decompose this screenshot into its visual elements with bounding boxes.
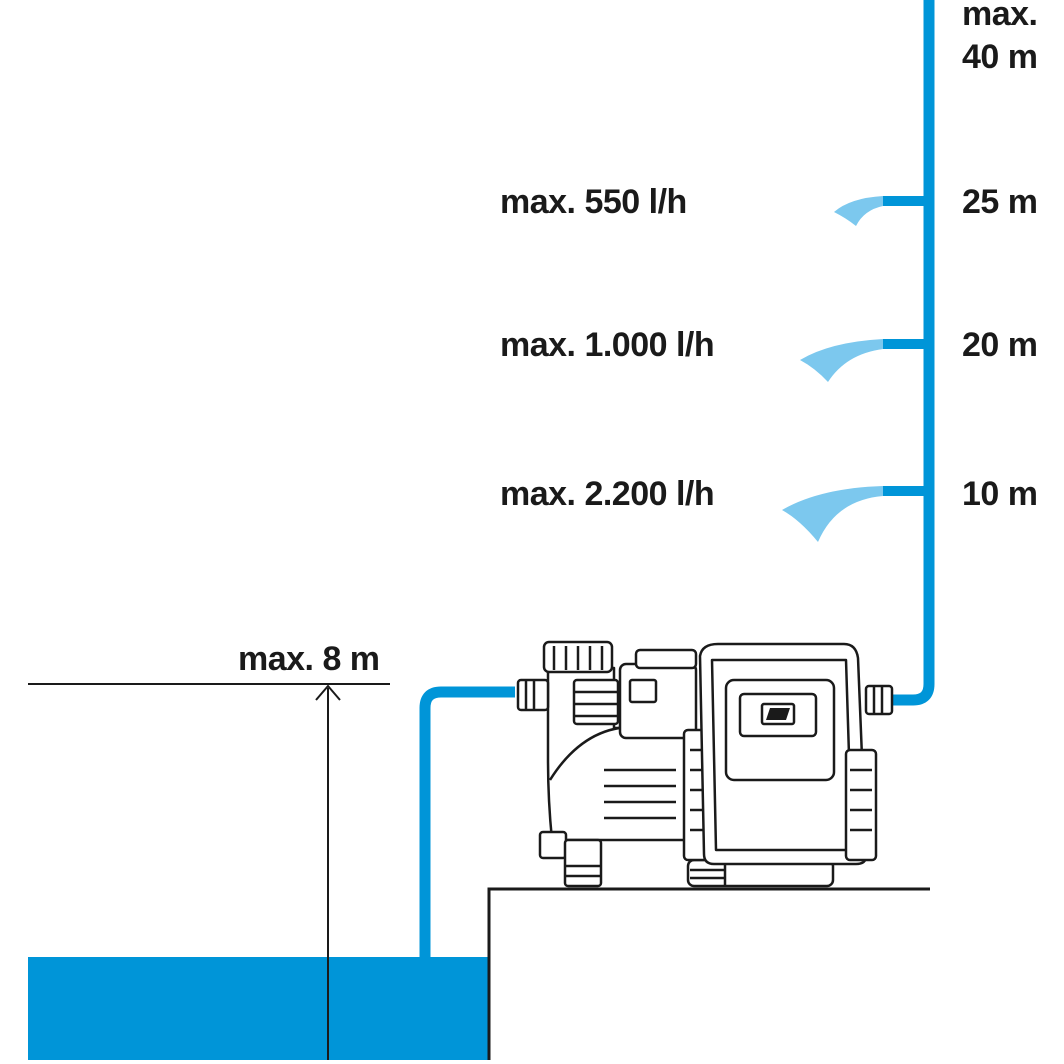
outlet-flow-label-2: max. 1.000 l/h — [500, 326, 714, 364]
outlet-flow-label-3: max. 2.200 l/h — [500, 475, 714, 513]
max-head-label-line1: max. — [962, 0, 1038, 33]
outlet-height-label-3: 10 m — [962, 475, 1038, 513]
spray-jet-small — [834, 196, 883, 226]
max-head-label-line2: 40 m — [962, 38, 1038, 76]
suction-hose — [419, 686, 515, 957]
water-reservoir — [28, 957, 490, 1060]
suction-height-label: max. 8 m — [238, 640, 380, 678]
garden-pump-icon — [516, 640, 894, 888]
spray-jet-large — [782, 486, 883, 542]
platform-outline — [487, 887, 930, 1060]
arrow-head-icon — [315, 684, 341, 701]
outlet-flow-label-1: max. 550 l/h — [500, 183, 687, 221]
outlet-height-label-1: 25 m — [962, 183, 1038, 221]
power-switch-icon — [760, 702, 796, 726]
discharge-pipe — [893, 0, 935, 706]
spray-jet-medium — [800, 339, 883, 382]
outlet-height-label-2: 20 m — [962, 326, 1038, 364]
